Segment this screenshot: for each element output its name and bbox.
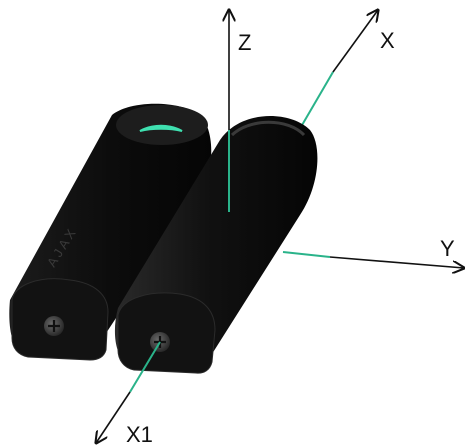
x-axis-green-segment [297, 71, 334, 133]
indicator-light [139, 124, 183, 132]
y-axis-label: Y [440, 236, 455, 261]
x-axis-line [332, 10, 378, 73]
x1-axis-line [96, 391, 131, 443]
x1-axis-green-segment [129, 341, 161, 393]
z-axis-label: Z [238, 30, 251, 55]
right-device-end-cap [117, 292, 216, 374]
x-axis-label: X [380, 28, 395, 53]
left-screw [44, 316, 64, 336]
y-axis-line [329, 256, 464, 268]
x1-axis-label: X1 [126, 422, 153, 447]
y-axis-green-segment [282, 251, 331, 258]
left-device: AJAX [9, 103, 212, 361]
